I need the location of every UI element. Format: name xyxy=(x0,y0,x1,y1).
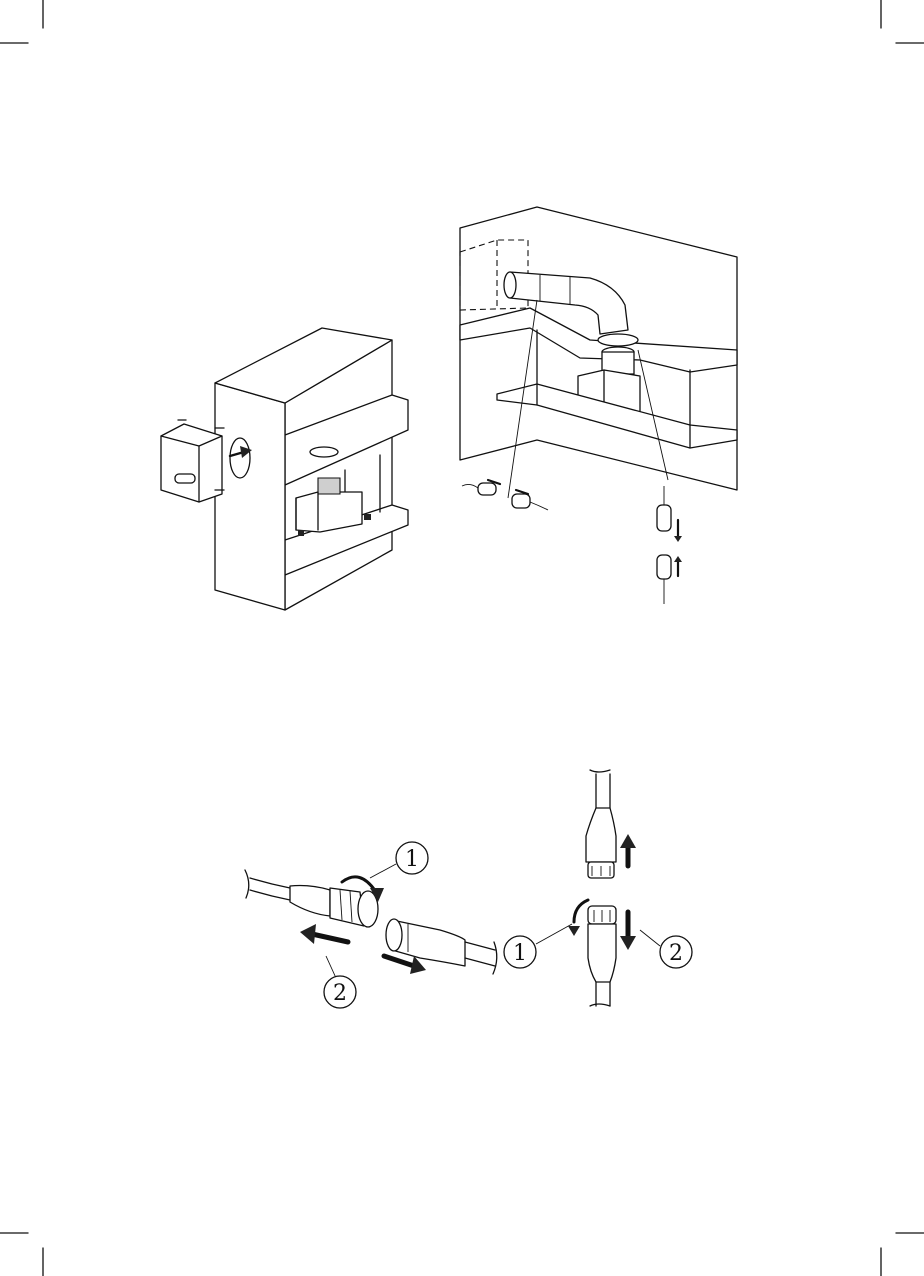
cabinet-illustration-right xyxy=(460,207,737,604)
step-number: 2 xyxy=(669,941,683,966)
step-callout-2-left: 2 xyxy=(324,976,356,1008)
step-number: 1 xyxy=(513,941,527,966)
cabinet-illustration-left xyxy=(161,328,408,610)
step-number: 1 xyxy=(405,847,419,872)
step-callout-1-right: 1 xyxy=(504,936,536,968)
step-callout-2-right: 2 xyxy=(660,936,692,968)
connector-vertical: 1 2 xyxy=(504,770,692,1006)
connector-horizontal: 1 2 xyxy=(245,842,497,1008)
step-callout-1-left: 1 xyxy=(396,842,428,874)
step-number: 2 xyxy=(333,981,347,1006)
